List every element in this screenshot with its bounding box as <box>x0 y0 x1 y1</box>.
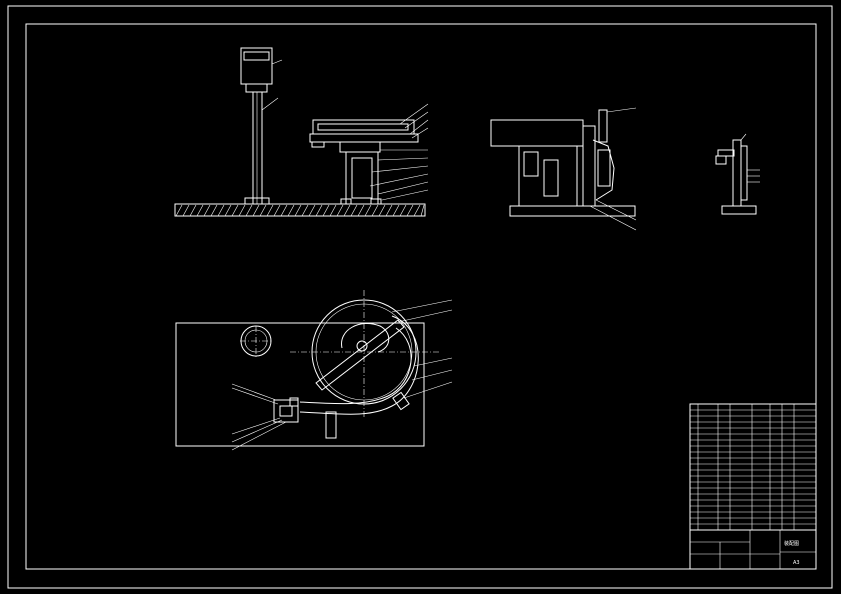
hatch-line <box>273 204 281 217</box>
side-elevation-view <box>490 107 637 231</box>
hatch-line <box>336 204 344 217</box>
hatch-line <box>329 204 337 217</box>
press-assembly <box>309 103 429 205</box>
hatch-line <box>196 204 204 217</box>
column-assembly <box>240 47 283 205</box>
hatch-line <box>406 204 414 217</box>
hatch-line <box>357 204 365 217</box>
hatch-line <box>343 204 351 217</box>
hatch-line <box>259 204 267 217</box>
hatch-line <box>203 204 211 217</box>
hatch-line <box>224 204 232 217</box>
hatch-line <box>182 204 190 217</box>
drawing-title: 装配图 <box>784 540 799 547</box>
hatch-line <box>287 204 295 217</box>
hatch-line <box>322 204 330 217</box>
sheet-size: A3 <box>793 560 800 566</box>
hatch-line <box>399 204 407 217</box>
hatch-line <box>364 204 372 217</box>
hatch-line <box>350 204 358 217</box>
hatch-line <box>294 204 302 217</box>
hatch-line <box>420 204 425 217</box>
hatch-line <box>189 204 197 217</box>
plan-view <box>175 290 453 451</box>
hatch-line <box>378 204 386 217</box>
hatch-line <box>210 204 218 217</box>
hatch-line <box>245 204 253 217</box>
hatch-line <box>217 204 225 217</box>
hatch-line <box>231 204 239 217</box>
title-block: 装配图 A3 <box>689 403 817 570</box>
hatch-line <box>238 204 246 217</box>
small-side-view <box>715 133 760 215</box>
sheet-border <box>7 5 833 589</box>
hatch-line <box>371 204 379 217</box>
hatch-line <box>266 204 274 217</box>
hatch-line <box>301 204 309 217</box>
front-elevation-view <box>174 47 429 217</box>
hatch-line <box>385 204 393 217</box>
hatch-line <box>280 204 288 217</box>
hatch-line <box>175 204 183 217</box>
hatch-line <box>315 204 323 217</box>
hatch-line <box>308 204 316 217</box>
hatch-line <box>392 204 400 217</box>
hatch-line <box>252 204 260 217</box>
ground-hatch <box>174 203 426 217</box>
hatch-line <box>413 204 421 217</box>
